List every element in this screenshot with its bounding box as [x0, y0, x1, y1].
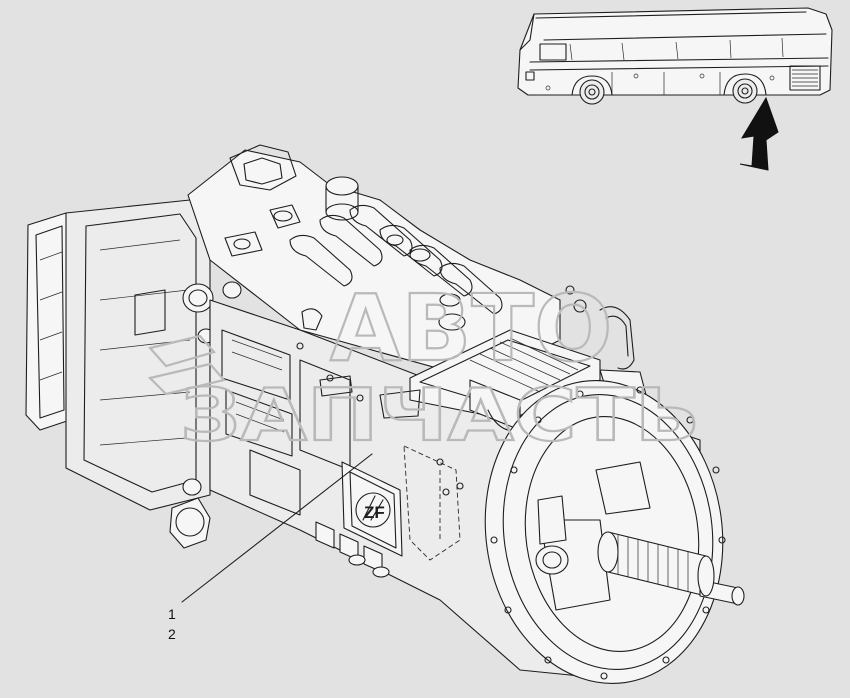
locator-arrow-icon	[739, 96, 779, 171]
callout-label: 2	[168, 626, 176, 642]
watermark-line-1: АВТО	[330, 275, 612, 382]
watermark-line-2: ЗАПЧАСТЬ	[180, 373, 700, 457]
callout-label: 1	[168, 606, 176, 622]
gearbox-illustration	[25, 144, 745, 684]
zf-logo: ZF	[364, 503, 385, 522]
callout-leader-line	[181, 453, 373, 603]
bus-illustration	[517, 7, 833, 105]
watermark: АВТО ЗАПЧАСТЬ	[147, 274, 701, 458]
